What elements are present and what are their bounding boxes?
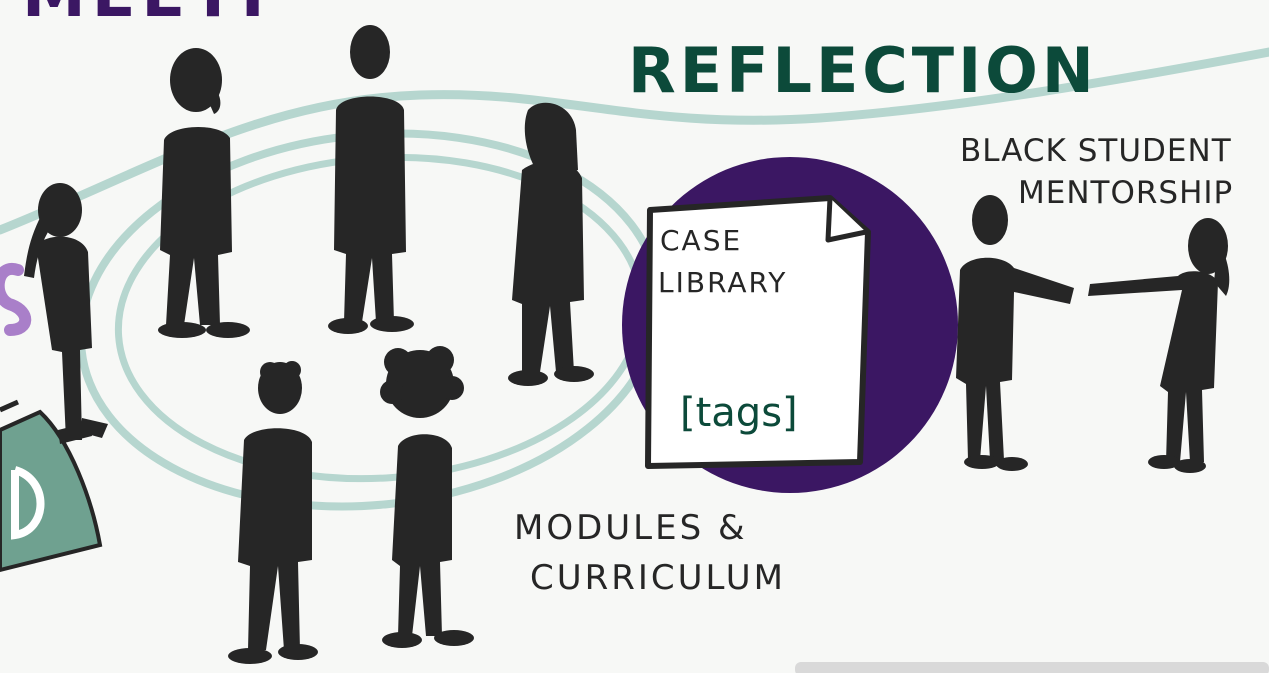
- sage-shape-letter: [11, 466, 45, 540]
- bottom-bar: [795, 662, 1269, 673]
- mentorship-label-line2: MENTORSHIP: [1018, 175, 1234, 211]
- partial-purple-glyph: [0, 262, 32, 336]
- person-silhouette-icon: [228, 361, 318, 664]
- document-fold: [825, 197, 867, 243]
- partial-heading: MEETI: [22, 0, 271, 32]
- modules-label-line2: CURRICULUM: [530, 558, 786, 598]
- mentee-person-icon: [1088, 218, 1230, 473]
- document-icon: [645, 195, 871, 469]
- person-silhouette-icon: [158, 48, 250, 338]
- person-silhouette-icon: [24, 183, 108, 444]
- modules-label-line1: MODULES &: [514, 508, 748, 548]
- mentor-person-icon: [956, 195, 1074, 471]
- case-library-label-line2: LIBRARY: [658, 266, 788, 299]
- person-silhouette-icon: [328, 25, 414, 334]
- sage-shape-stroke: [0, 399, 20, 413]
- mentorship-label-line1: BLACK STUDENT: [960, 133, 1232, 169]
- tags-label: [tags]: [680, 390, 798, 436]
- reflection-heading: REFLECTION: [628, 34, 1098, 107]
- person-silhouette-icon: [508, 102, 594, 386]
- person-silhouette-icon: [380, 346, 474, 648]
- case-library-label-line1: CASE: [660, 224, 743, 257]
